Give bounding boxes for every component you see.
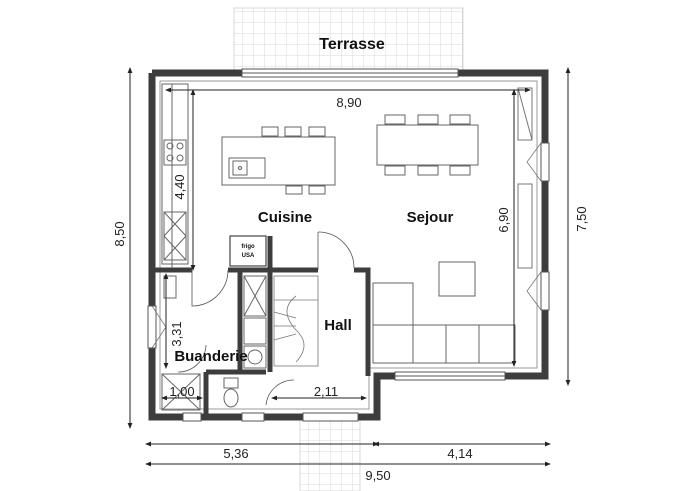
fridge-label: frigo (241, 244, 255, 250)
kitchen-island (221, 126, 336, 195)
dim-sejour-depth: 6,90 (496, 207, 511, 232)
fridge-sublabel: USA (242, 253, 255, 259)
dim-kitchen-length: 4,40 (172, 174, 187, 199)
windows (147, 68, 550, 422)
dimension-lines (127, 67, 571, 467)
interior-walls (152, 236, 371, 417)
dining-table (376, 114, 479, 176)
room-label-buanderie: Buanderie (174, 348, 247, 365)
fridge (229, 235, 267, 267)
dim-left-height: 8,50 (112, 221, 127, 246)
room-label-terrasse: Terrasse (319, 36, 385, 53)
dim-top-width: 8,90 (336, 95, 361, 110)
terrace-area (233, 7, 464, 74)
outer-walls (148, 69, 549, 421)
sofa (372, 282, 516, 364)
kitchen-counter (161, 83, 189, 268)
dim-buanderie-height: 3,31 (169, 321, 184, 346)
dim-buanderie-width: 1,00 (169, 384, 194, 399)
room-label-cuisine: Cuisine (258, 209, 312, 226)
dim-bottom-total: 9,50 (365, 468, 390, 483)
coffee-table (438, 261, 476, 297)
dim-bottom-left: 5,36 (223, 446, 248, 461)
doors (177, 231, 355, 406)
room-label-hall: Hall (324, 317, 352, 334)
dim-bottom-right: 4,14 (447, 446, 472, 461)
stairs (273, 275, 319, 367)
dim-hall-width: 2,11 (314, 384, 338, 399)
entrance-steps (299, 413, 361, 491)
dim-right-height: 7,50 (574, 206, 589, 231)
room-label-sejour: Sejour (407, 209, 454, 226)
